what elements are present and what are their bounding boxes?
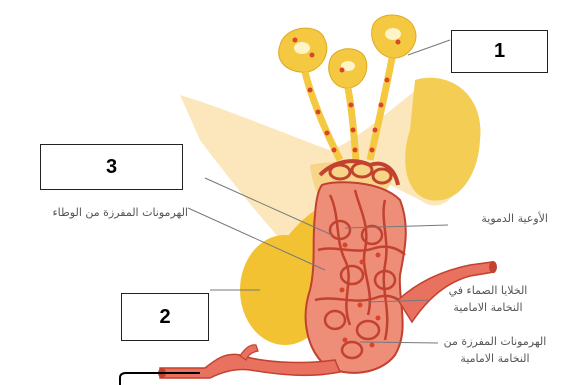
label-anterior-hormones-line2: النخامة الامامية: [432, 350, 558, 367]
label-hypothalamus-hormones: الهرمونات المفرزة من الوطاء: [8, 204, 188, 221]
answer-box-3[interactable]: 3: [40, 144, 183, 190]
label-glandular-cells: الخلايا الصماء في النخامة الامامية: [428, 282, 548, 316]
answer-box-1[interactable]: 1: [451, 30, 548, 73]
bottom-vessel: [160, 354, 340, 378]
label-blood-vessels: الأوعية الدموية: [448, 210, 548, 227]
hypothalamus-lobe: [405, 78, 480, 201]
label-glandular-cells-line2: النخامة الامامية: [428, 299, 548, 316]
label-glandular-cells-line1: الخلايا الصماء في: [428, 282, 548, 299]
answer-box-2[interactable]: 2: [121, 293, 209, 341]
label-blood-vessels-text: الأوعية الدموية: [448, 210, 548, 227]
label-anterior-hormones-line1: الهرمونات المفرزة من: [432, 333, 558, 350]
label-anterior-hormones: الهرمونات المفرزة من النخامة الامامية: [432, 333, 558, 367]
label-hypothalamus-hormones-text: الهرمونات المفرزة من الوطاء: [8, 204, 188, 221]
anterior-pituitary: [306, 182, 406, 373]
